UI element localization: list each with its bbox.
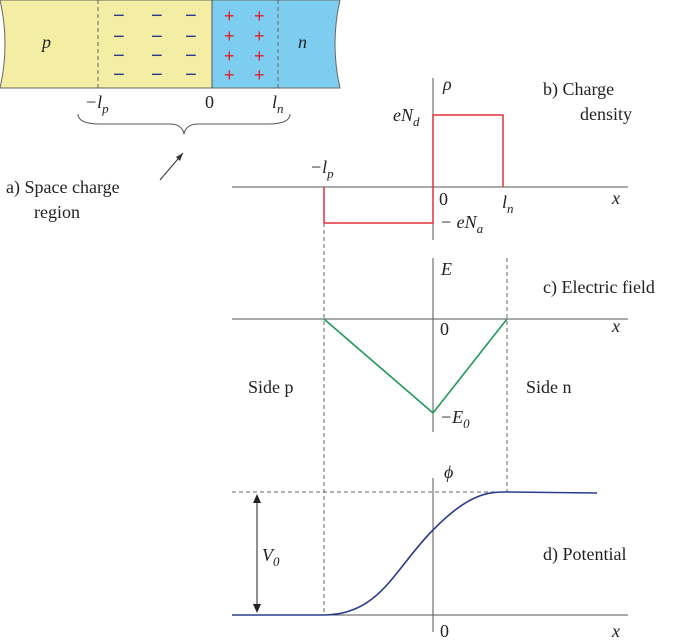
tick-zero: 0 bbox=[205, 92, 214, 112]
side-p-label: Side p bbox=[248, 377, 294, 397]
label-eNd: eNd bbox=[393, 105, 420, 129]
minus-sign: − bbox=[113, 26, 125, 48]
plus-sign: + bbox=[224, 46, 235, 66]
minus-sign: − bbox=[151, 26, 163, 48]
caption-electric-field: c) Electric field bbox=[543, 277, 655, 298]
phi-curve bbox=[232, 491, 598, 616]
phi-symbol: ϕ bbox=[444, 462, 453, 482]
minus-sign: − bbox=[151, 64, 163, 86]
phi-zero: 0 bbox=[440, 621, 449, 640]
caption-potential: d) Potential bbox=[543, 544, 627, 565]
minus-sign: − bbox=[185, 26, 197, 48]
n-label: n bbox=[298, 32, 307, 52]
label-minus-E0: −E0 bbox=[440, 407, 470, 431]
minus-sign: − bbox=[113, 5, 125, 27]
tick-minus-lp: −lp bbox=[85, 92, 109, 116]
plus-sign: + bbox=[254, 65, 265, 85]
region-brace bbox=[77, 113, 291, 135]
rho-curve bbox=[323, 114, 504, 224]
rho-x-symbol: x bbox=[611, 188, 620, 208]
minus-sign: − bbox=[113, 45, 125, 67]
p-label: p bbox=[40, 32, 51, 52]
minus-sign: − bbox=[151, 45, 163, 67]
phi-x-symbol: x bbox=[611, 621, 620, 640]
caption-region: region bbox=[34, 202, 80, 222]
label-V0: V0 bbox=[262, 545, 280, 569]
caption-charge: b) Charge bbox=[543, 79, 614, 100]
potential-plot: V0 ϕ d) Potential 0 x bbox=[232, 462, 628, 640]
side-n-label: Side n bbox=[526, 377, 572, 397]
plus-sign: + bbox=[254, 46, 265, 66]
minus-sign: − bbox=[185, 45, 197, 67]
label-ln: ln bbox=[502, 192, 514, 216]
rho-zero: 0 bbox=[439, 189, 448, 209]
junction-bar: p n − − − − − − − − − − − − + + + + + + … bbox=[0, 0, 341, 222]
v0-arrow-head-top bbox=[253, 494, 261, 503]
caption-density: density bbox=[580, 104, 632, 124]
minus-charges: − − − − − − − − − − − − bbox=[113, 5, 197, 86]
e-x-symbol: x bbox=[611, 316, 620, 336]
v0-arrow-head-bottom bbox=[253, 604, 261, 613]
n-region bbox=[211, 0, 341, 89]
minus-sign: − bbox=[151, 5, 163, 27]
plus-sign: + bbox=[224, 65, 235, 85]
p-region bbox=[0, 0, 213, 89]
caption-arrow-head bbox=[176, 153, 183, 161]
e-symbol: E bbox=[440, 259, 452, 279]
plus-sign: + bbox=[224, 26, 235, 46]
minus-sign: − bbox=[185, 5, 197, 27]
electric-field-plot: E c) Electric field 0 x Side p Side n −E… bbox=[232, 258, 655, 432]
minus-sign: − bbox=[185, 64, 197, 86]
e-zero: 0 bbox=[440, 319, 449, 339]
plus-sign: + bbox=[254, 6, 265, 26]
plus-sign: + bbox=[224, 6, 235, 26]
plus-sign: + bbox=[254, 26, 265, 46]
label-lp: −lp bbox=[310, 157, 334, 181]
label-eNa: − eNa bbox=[440, 212, 484, 236]
minus-sign: − bbox=[113, 64, 125, 86]
plus-charges: + + + + + + + + bbox=[224, 6, 265, 85]
charge-density-plot: ρ b) Charge density eNd −lp 0 ln x − eNa bbox=[232, 74, 632, 240]
caption-space-charge: a) Space charge bbox=[6, 177, 120, 198]
e-curve bbox=[323, 318, 508, 415]
tick-ln: ln bbox=[272, 92, 284, 116]
rho-symbol: ρ bbox=[442, 74, 452, 94]
